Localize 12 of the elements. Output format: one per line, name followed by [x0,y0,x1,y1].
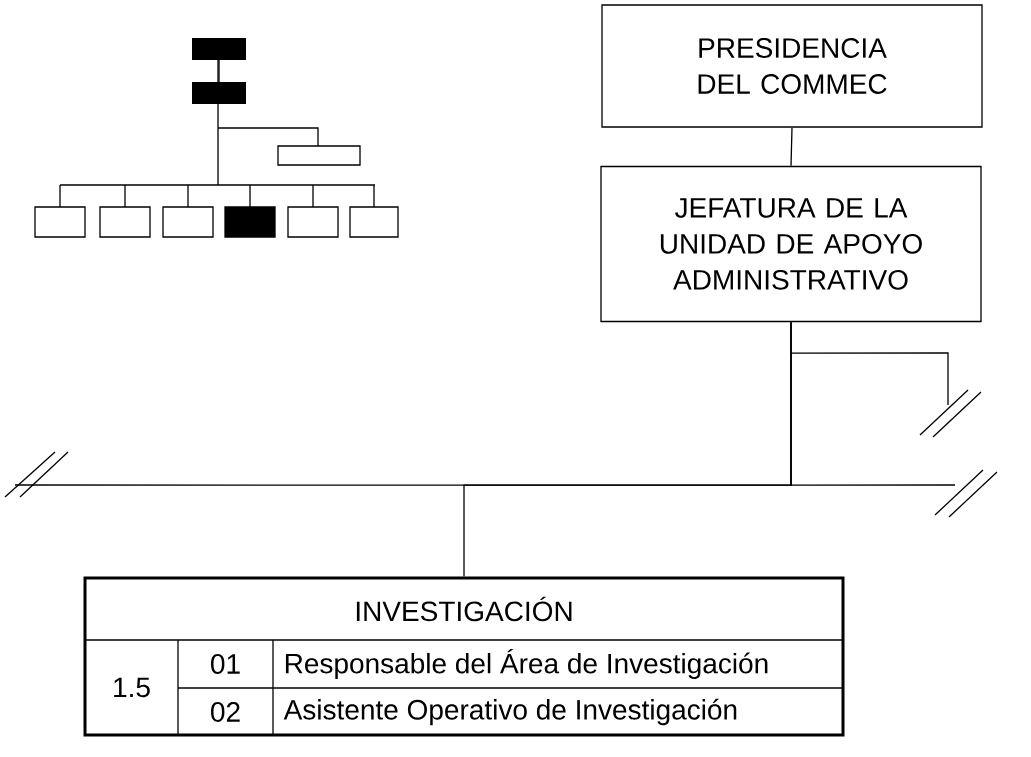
cell-text: 1.5 [114,677,150,698]
cell-text: Asistente Operativo de Investigación [283,698,737,726]
cell-text: 02 [211,702,240,722]
cell-text: 01 [211,654,240,674]
connector-line [790,127,793,167]
connector-line [790,352,949,406]
unit-box: JEFATURA DE LA UNIDAD DE APOYO ADMINISTRATIVO [600,165,982,323]
table-header: INVESTIGACIÓN [356,596,572,622]
cell-text: Responsable del Área de Investigación [285,648,768,680]
position-table [83,576,845,737]
unit-box: PRESIDENCIA DEL COMMEC [601,4,983,128]
connector-line [790,321,956,486]
